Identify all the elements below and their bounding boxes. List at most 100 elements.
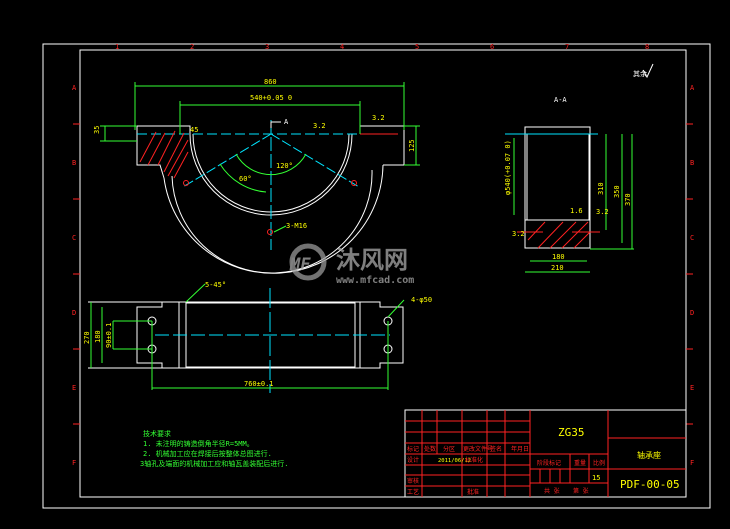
drawing-line <box>573 231 591 249</box>
dim-180-plan: 180 <box>94 330 102 343</box>
front-view: A 860 540+0.05 0 35 45 125 120° 60° 3-M1… <box>93 78 420 274</box>
outer-border <box>42 43 711 509</box>
scale-value: 15 <box>592 474 600 482</box>
tech-req-3: 3轴孔及端面的机械加工应和轴瓦盖装配后进行. <box>140 459 288 468</box>
section-title: A-A <box>554 96 567 104</box>
label: D <box>72 309 76 317</box>
design-date: 2011/06/12 <box>438 458 471 464</box>
dim-760: 760±0.1 <box>244 380 274 388</box>
label: 5 <box>415 43 419 51</box>
dim-chamfer: 5-45° <box>205 281 226 289</box>
label: 更改文件号 <box>463 445 493 453</box>
label: 标记 <box>407 445 419 453</box>
label: 4 <box>340 43 344 51</box>
drawing-line <box>289 243 327 281</box>
dim-350: 350 <box>613 185 621 198</box>
dim-270: 270 <box>83 331 91 344</box>
drawing-line <box>561 221 589 249</box>
section-view: A-A φ540(+0.07 0) 310 350 370 180 210 1.… <box>504 96 634 273</box>
tech-req-1: 1. 未注明的铸造倒角半径R=5MM。 <box>143 439 254 448</box>
drawing-line <box>185 283 206 303</box>
label: 标准化 <box>465 456 483 464</box>
technical-requirements: 技术要求 1. 未注明的铸造倒角半径R=5MM。 2. 机械加工应在焊接后按整体… <box>140 429 288 468</box>
drawing-line <box>182 133 272 188</box>
label: 工艺 <box>407 488 419 496</box>
label: 分区 <box>443 445 455 453</box>
label: C <box>72 234 76 242</box>
label: 6 <box>490 43 494 51</box>
part-name: 轴承座 <box>637 450 661 460</box>
label: E <box>72 384 76 392</box>
label: 1 <box>115 43 119 51</box>
dim-60deg: 60° <box>239 175 252 183</box>
dim-3-m16: 3-M16 <box>286 222 307 230</box>
dim-120deg: 120° <box>276 162 293 170</box>
label: 设计 <box>407 456 419 464</box>
drawing-line <box>162 301 404 369</box>
dim-125: 125 <box>408 139 416 152</box>
roughness-1-6: 1.6 <box>570 207 583 215</box>
dim-45: 45 <box>190 126 198 134</box>
zone-col-labels: 1 2 3 4 5 6 7 8 <box>115 43 649 51</box>
label: 7 <box>565 43 569 51</box>
plan-view: 5-45° 4-φ50 270 180 90±0.1 760±0.1 <box>83 281 432 393</box>
drawing-line <box>387 299 405 318</box>
label: 重量 <box>574 459 586 467</box>
label: 共 张 <box>544 487 560 495</box>
roughness-symbol-icon <box>642 63 654 79</box>
drawing-line <box>235 153 307 176</box>
drawing-line <box>527 221 546 241</box>
label: B <box>72 159 76 167</box>
tech-req-2: 2. 机械加工应在焊接后按整体总图进行. <box>143 449 272 458</box>
label: F <box>690 459 694 467</box>
dim-540: 540+0.05 0 <box>250 94 292 102</box>
dim-180: 180 <box>552 253 565 261</box>
dim-860: 860 <box>264 78 277 86</box>
drawing-line <box>137 125 191 134</box>
drawing-line <box>527 221 591 249</box>
dim-90: 90±0.1 <box>105 323 113 348</box>
dim-210: 210 <box>551 264 564 272</box>
roughness-3-2-a: 3.2 <box>313 122 326 130</box>
label: MF <box>289 255 311 275</box>
drawing-line <box>139 131 157 163</box>
drawing-line <box>267 229 273 235</box>
drawing-line <box>219 163 267 193</box>
drawing-line <box>270 121 281 128</box>
drawing-line <box>270 133 360 188</box>
label: C <box>690 234 694 242</box>
drawing-line <box>171 169 373 274</box>
dim-35: 35 <box>93 126 101 134</box>
dim-310: 310 <box>597 182 605 195</box>
roughness-3-2-d: 3.2 <box>512 230 525 238</box>
label: D <box>690 309 694 317</box>
label: 3 <box>265 43 269 51</box>
label: 年月日 <box>511 445 529 453</box>
label: 处数 <box>424 445 436 453</box>
label: 审核 <box>407 477 419 485</box>
label: 8 <box>645 43 649 51</box>
roughness-3-2-b: 3.2 <box>372 114 385 122</box>
tech-req-title: 技术要求 <box>143 429 171 438</box>
drawing-line <box>351 180 357 186</box>
label: A <box>690 84 695 92</box>
label: 阶段标记 <box>537 459 561 467</box>
material: ZG35 <box>558 426 585 439</box>
drawing-number: PDF-00-05 <box>620 478 680 491</box>
watermark: MF 沐风网 www.mfcad.com <box>289 243 414 286</box>
watermark-brand: 沐风网 <box>336 246 408 274</box>
label: 批准 <box>467 488 479 496</box>
drawing-line <box>183 180 189 186</box>
title-block: 标记 处数 分区 更改文件号 签名 年月日 设计 2011/06/12 标准化 … <box>404 409 687 498</box>
drawing-line <box>173 151 189 179</box>
label: F <box>72 459 76 467</box>
label: A <box>72 84 77 92</box>
drawing-line <box>273 225 287 233</box>
label: B <box>690 159 694 167</box>
watermark-url: www.mfcad.com <box>336 275 414 286</box>
drawing-line <box>524 126 591 249</box>
dim-370: 370 <box>624 193 632 206</box>
drawing-line <box>88 301 163 369</box>
label: 2 <box>190 43 194 51</box>
label: 比例 <box>593 459 605 467</box>
